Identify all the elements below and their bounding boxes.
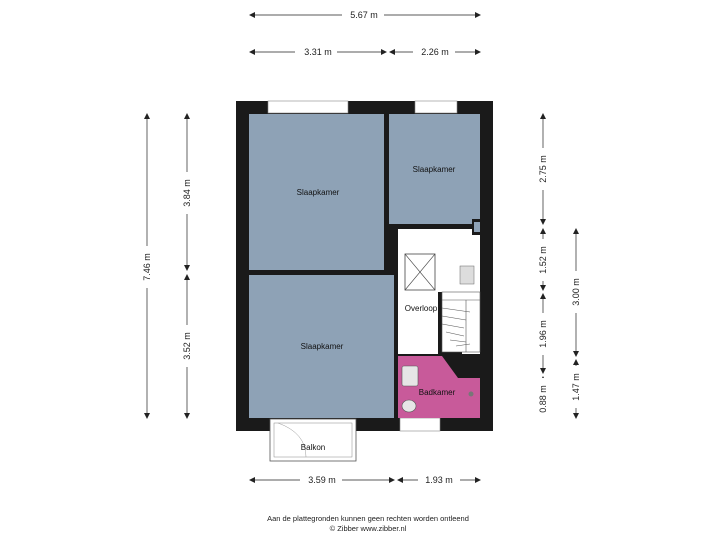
bath-toilet — [401, 399, 417, 413]
label-balcony: Balkon — [301, 443, 325, 452]
dim-top-left: 3.31 m — [304, 47, 332, 57]
fixture-landing — [459, 265, 475, 285]
footer-credit: © Zibber www.zibber.nl — [330, 524, 407, 533]
bath-sink — [401, 365, 419, 387]
dim-left-lower: 3.52 m — [182, 332, 192, 360]
staircase — [441, 291, 481, 353]
dim-right-far-2: 1.47 m — [571, 373, 581, 401]
window-bottom-bath — [399, 417, 441, 432]
room-bedroom-3 — [389, 114, 480, 224]
label-landing: Overloop — [405, 304, 438, 313]
dim-top-total: 5.67 m — [350, 10, 378, 20]
footer-disclaimer: Aan de plattegronden kunnen geen rechten… — [267, 514, 469, 523]
balcony-area — [269, 418, 357, 462]
wall-chimney-inner — [474, 222, 480, 232]
window-top-right — [414, 100, 458, 114]
dimension-labels: 5.67 m 3.31 m 2.26 m 3.59 m 1.93 m 7.46 … — [141, 9, 582, 486]
wall-stair — [438, 292, 442, 356]
dim-right-1: 2.75 m — [538, 155, 548, 183]
dim-right-2: 1.52 m — [538, 246, 548, 274]
room-bedroom-1 — [249, 114, 384, 270]
wall-stair-bottom — [442, 352, 462, 356]
dim-top-right: 2.26 m — [421, 47, 449, 57]
dim-bottom-right: 1.93 m — [425, 475, 453, 485]
label-bedroom-3: Slaapkamer — [413, 165, 456, 174]
dim-bottom-left: 3.59 m — [308, 475, 336, 485]
bath-drain-icon — [468, 391, 474, 397]
dim-right-4: 0.88 m — [538, 385, 548, 413]
room-bedroom-2 — [249, 275, 394, 418]
label-bedroom-2: Slaapkamer — [301, 342, 344, 351]
dim-right-far-1: 3.00 m — [571, 278, 581, 306]
label-bedroom-1: Slaapkamer — [297, 188, 340, 197]
dim-right-3: 1.96 m — [538, 320, 548, 348]
dim-left-total: 7.46 m — [142, 253, 152, 281]
room-bathroom — [398, 356, 480, 418]
window-top-left — [267, 100, 349, 114]
dim-left-upper: 3.84 m — [182, 179, 192, 207]
label-bathroom: Badkamer — [419, 388, 456, 397]
